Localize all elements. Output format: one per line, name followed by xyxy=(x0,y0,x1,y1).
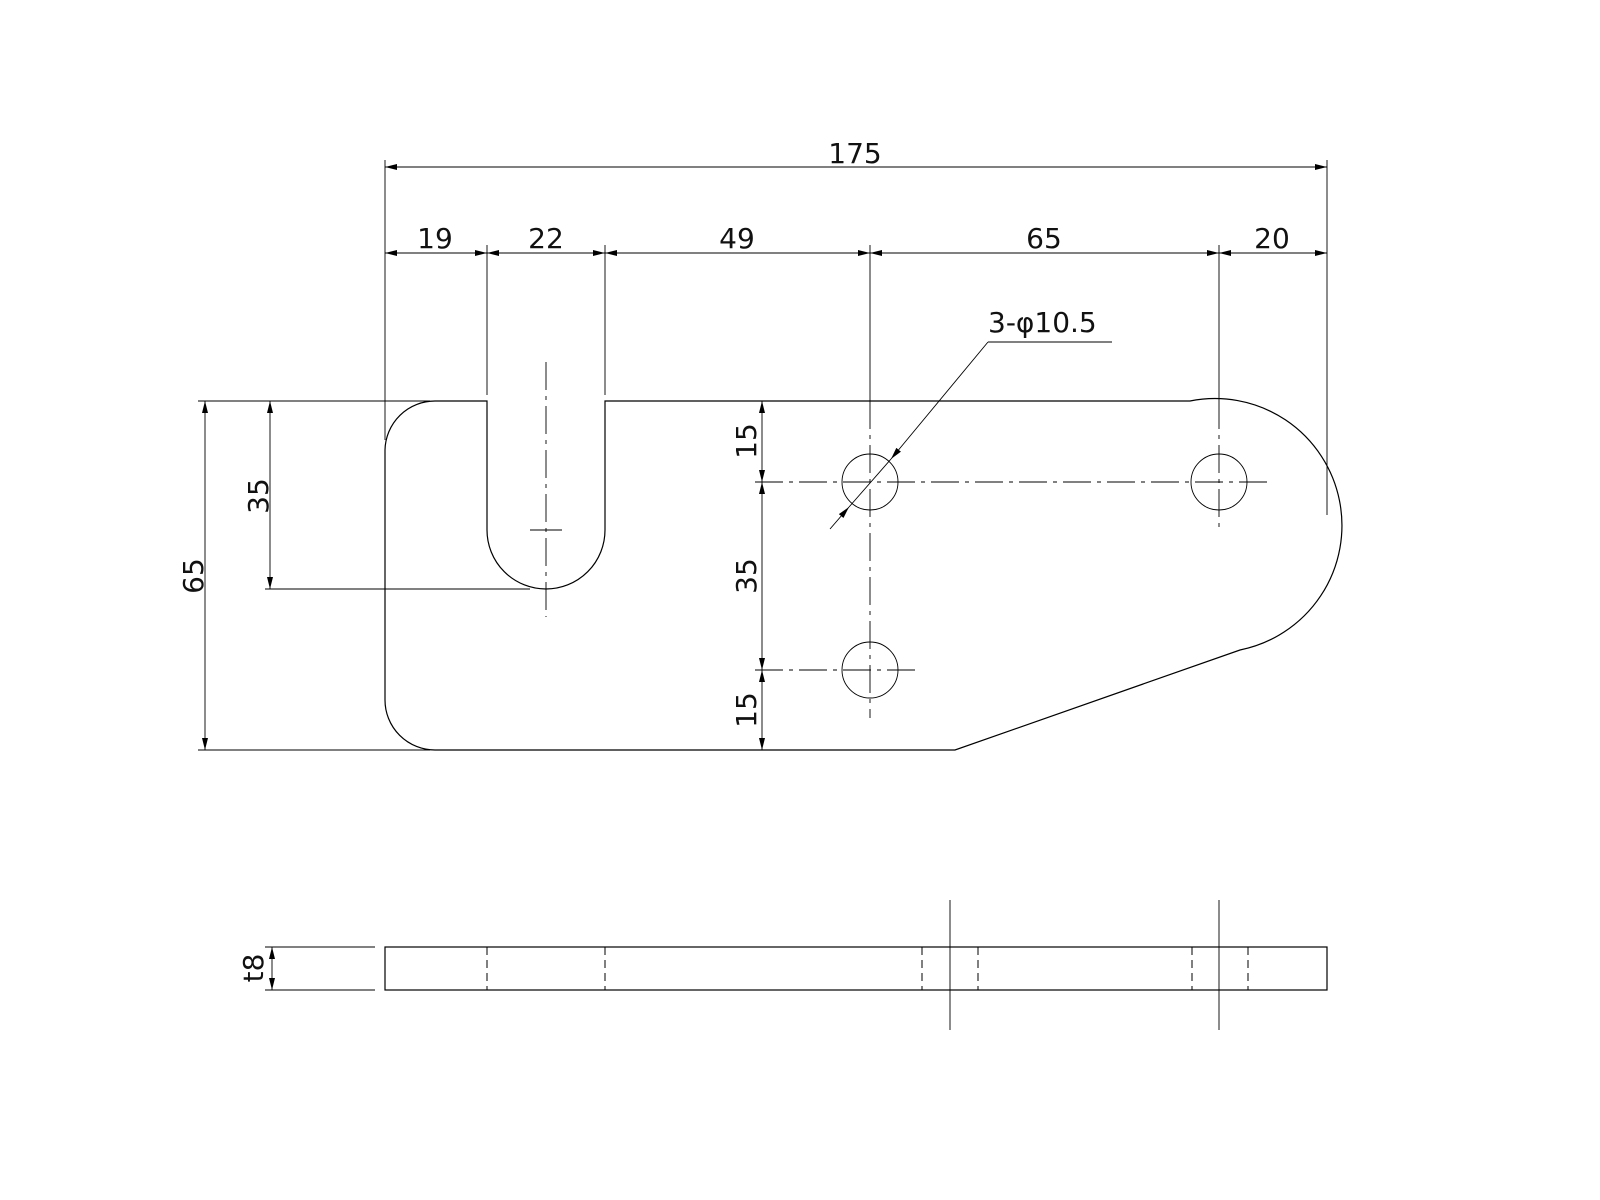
dim-slot-depth-label: 35 xyxy=(242,478,275,514)
center-lines xyxy=(530,362,1268,718)
dim-hole-vertical: 15 35 15 xyxy=(730,401,765,750)
dim-hole-label: 35 xyxy=(730,558,763,594)
dim-overall-width-label: 175 xyxy=(828,137,881,170)
dim-height-label: 65 xyxy=(177,558,210,594)
hole-callout-label: 3-φ10.5 xyxy=(988,306,1097,339)
dim-hole-label: 15 xyxy=(730,423,763,459)
side-view xyxy=(265,900,1328,1030)
dim-chain-label: 49 xyxy=(719,222,755,255)
dim-chain-label: 19 xyxy=(417,222,453,255)
plate-outline xyxy=(384,397,1343,751)
dim-hole-label: 15 xyxy=(730,692,763,728)
dim-thickness-label: t8 xyxy=(237,954,270,983)
dim-chain-label: 20 xyxy=(1254,222,1290,255)
dim-chain-label: 65 xyxy=(1026,222,1062,255)
hole-callout: 3-φ10.5 xyxy=(829,306,1112,530)
dim-chain: 19 22 49 65 20 xyxy=(385,222,1327,256)
dim-chain-label: 22 xyxy=(528,222,564,255)
extension-lines xyxy=(198,160,1328,751)
